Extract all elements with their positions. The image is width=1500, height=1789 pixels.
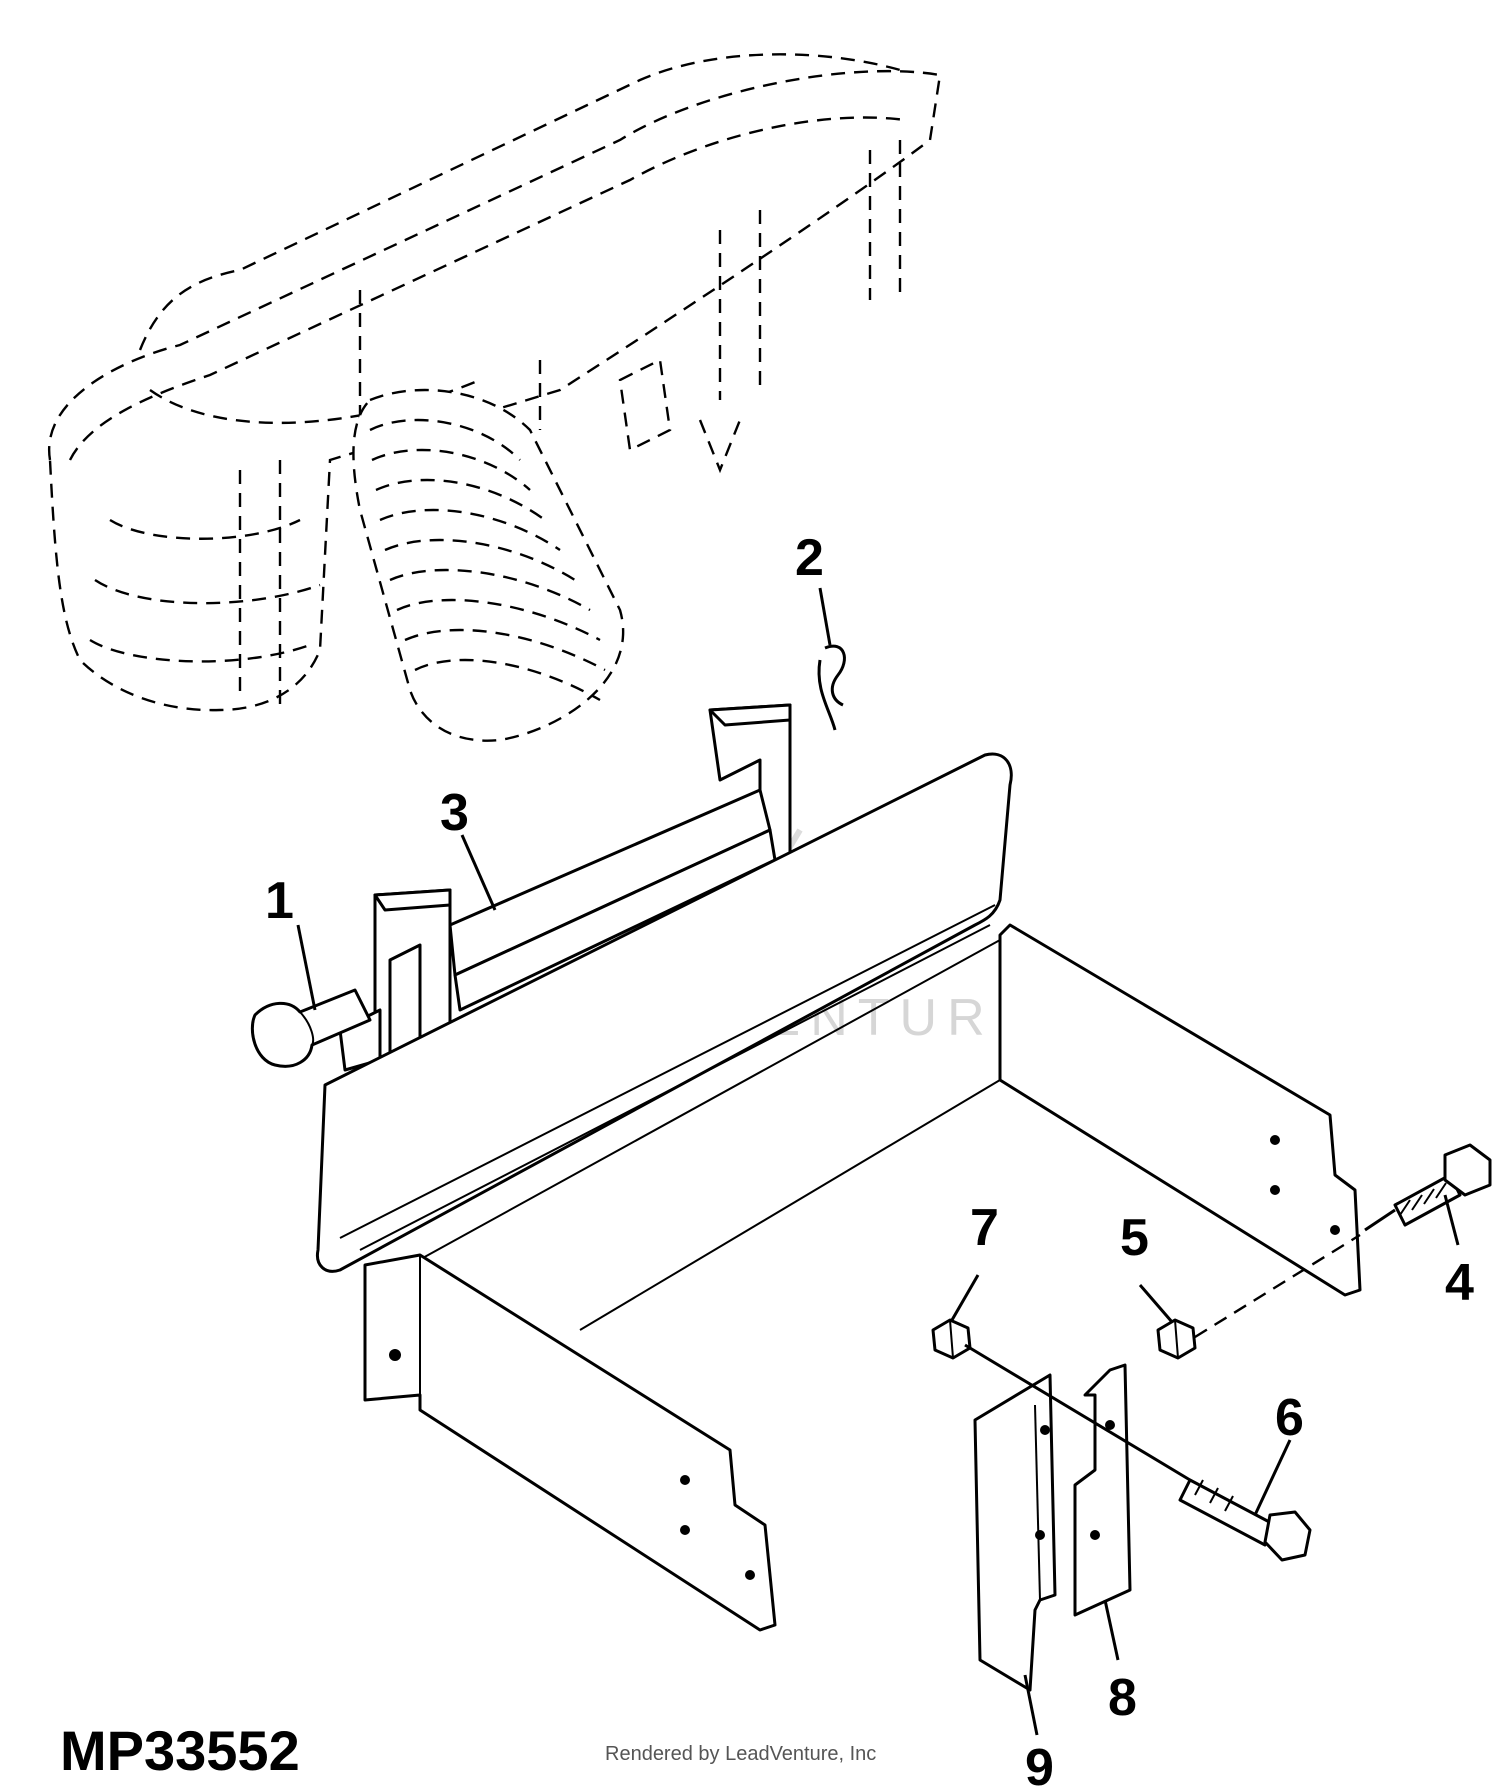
callout-5: 5 <box>1120 1209 1149 1267</box>
credit-text: Rendered by LeadVenture, Inc <box>605 1743 876 1765</box>
chute-hose <box>352 388 625 742</box>
part-8-strap <box>1073 1363 1132 1617</box>
callout-2: 2 <box>795 529 824 587</box>
part-6-bolt <box>1178 1478 1312 1562</box>
mower-deck-outline <box>47 53 942 742</box>
part-4-bolt <box>1393 1143 1492 1227</box>
part-2-clip <box>817 644 846 731</box>
part-3-bracket-channel <box>338 703 792 1107</box>
callout-8: 8 <box>1108 1669 1137 1727</box>
figure-id: MP33552 <box>60 1719 300 1782</box>
callout-7: 7 <box>970 1199 999 1257</box>
callout-9: 9 <box>1025 1739 1054 1789</box>
leader-lines <box>296 587 1460 1736</box>
callout-3: 3 <box>440 784 469 842</box>
callout-1: 1 <box>265 872 294 930</box>
part-9-plate <box>973 1373 1057 1692</box>
part-1-pin <box>250 988 372 1068</box>
callout-4: 4 <box>1445 1254 1474 1312</box>
deflector-box <box>315 752 1362 1632</box>
part-7-nut <box>931 1318 972 1360</box>
callout-6: 6 <box>1275 1389 1304 1447</box>
assembly-lines <box>964 1208 1396 1482</box>
part-5-nut <box>1156 1318 1197 1360</box>
